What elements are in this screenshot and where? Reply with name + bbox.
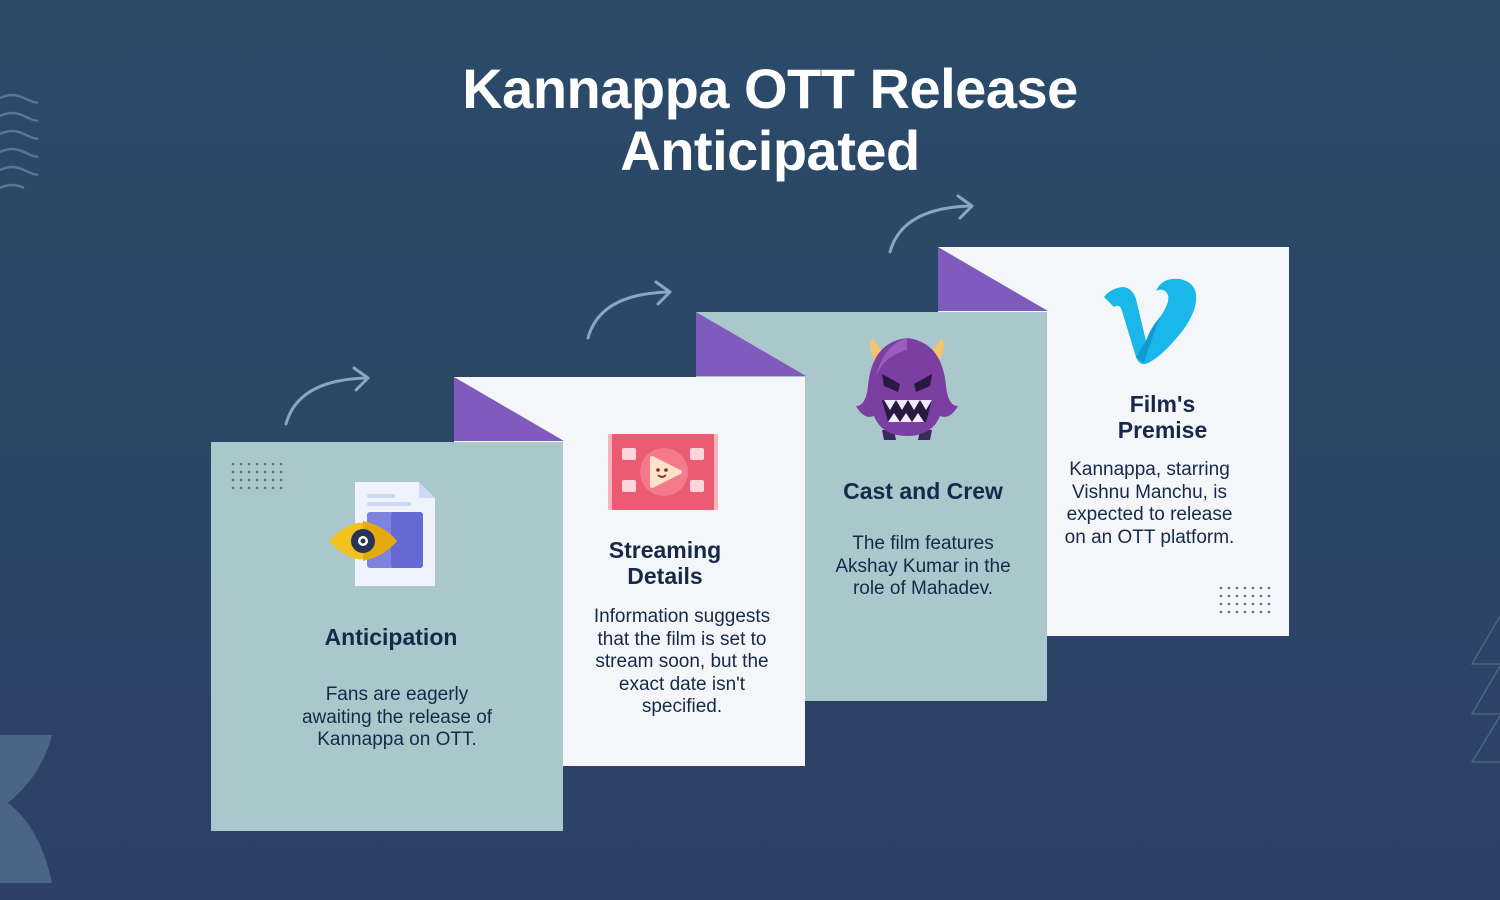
card-fold xyxy=(454,377,564,441)
step-description: Fans are eagerly awaiting the release of… xyxy=(301,684,493,750)
title-line-1: Kannappa OTT Release xyxy=(462,57,1078,120)
step-description: The film features Akshay Kumar in the ro… xyxy=(835,533,1011,599)
step-heading: Streaming Details xyxy=(574,537,756,589)
vimeo-logo-icon xyxy=(1104,278,1197,365)
page-title: Kannappa OTT Release Anticipated xyxy=(380,58,1160,182)
card-fold xyxy=(938,247,1048,311)
curved-arrow-icon xyxy=(284,366,370,426)
eye-document-icon xyxy=(329,482,435,586)
step-heading: Film's Premise xyxy=(1058,391,1267,443)
stripe-shape-decoration xyxy=(1470,615,1500,763)
video-film-icon xyxy=(608,434,718,510)
heading-line: Premise xyxy=(1117,417,1208,443)
wave-lines-decoration xyxy=(0,93,39,190)
heading-line: Details xyxy=(627,563,703,589)
dot-grid-decoration xyxy=(231,462,283,490)
dot-grid-decoration xyxy=(1219,586,1271,614)
curved-arrow-icon xyxy=(888,194,974,254)
card-fold xyxy=(696,312,806,376)
step-description: Kannappa, starring Vishnu Manchu, is exp… xyxy=(1064,459,1235,548)
heading-line: Cast and Crew xyxy=(843,478,1003,504)
step-card-anticipation: Anticipation Fans are eagerly awaiting t… xyxy=(211,442,563,831)
heading-line: Streaming xyxy=(608,537,722,563)
step-heading: Anticipation xyxy=(291,624,491,650)
corner-shape-decoration xyxy=(0,735,52,883)
monster-face-icon xyxy=(856,338,958,440)
heading-line: Film's xyxy=(1129,391,1196,417)
heading-line: Anticipation xyxy=(324,624,458,650)
step-heading: Cast and Crew xyxy=(822,478,1024,504)
curved-arrow-icon xyxy=(586,280,672,340)
step-description: Information suggests that the film is se… xyxy=(593,606,771,717)
title-line-2: Anticipated xyxy=(620,119,920,182)
